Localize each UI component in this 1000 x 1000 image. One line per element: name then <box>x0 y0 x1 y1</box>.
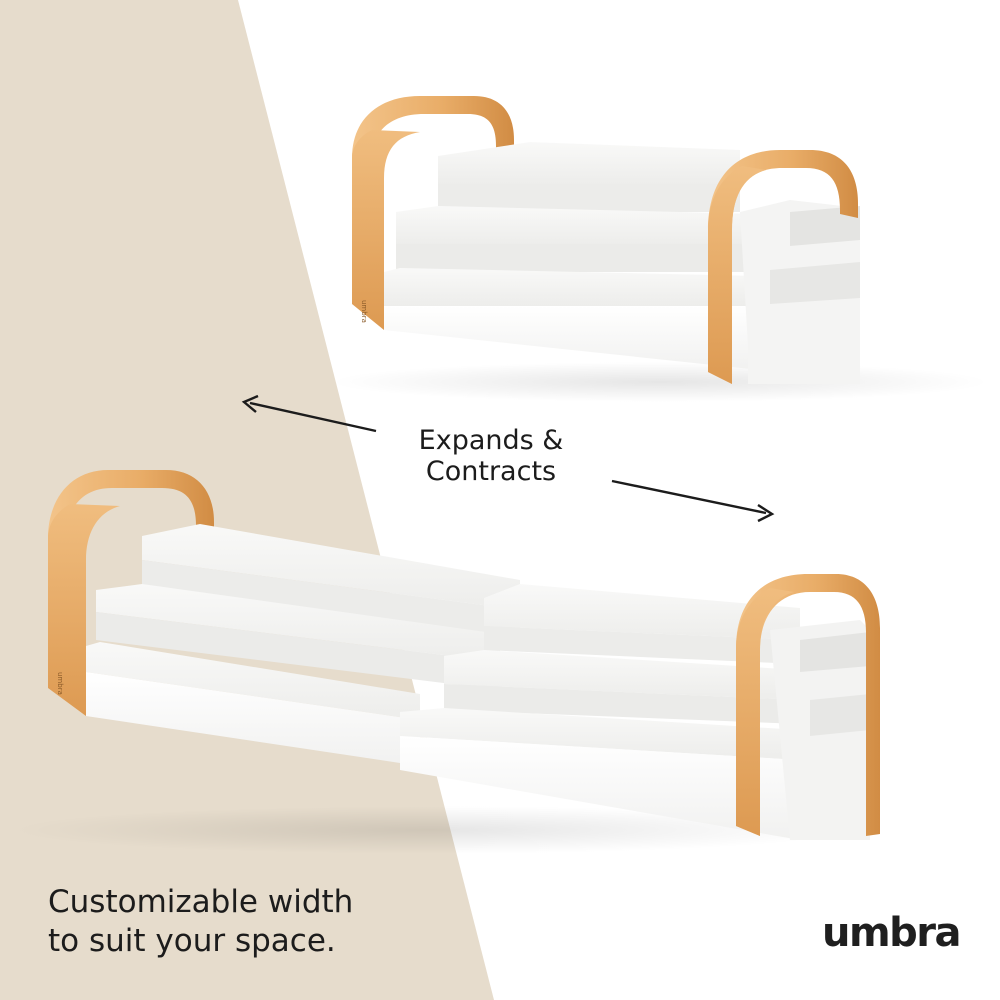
contracted-shelf: umbra <box>330 96 990 402</box>
callout-line-1: Expands & <box>418 425 564 456</box>
tagline-line-2: to suit your space. <box>48 923 336 960</box>
expands-contracts-caption: Expands & Contracts <box>391 425 591 488</box>
shelf-side-stamp: umbra <box>360 300 368 323</box>
tagline-line-1: Customizable width <box>48 884 354 920</box>
callout-line-2: Contracts <box>425 455 557 487</box>
arrow-left-icon <box>241 394 377 433</box>
tagline: Customizable width to suit your space. <box>48 883 353 961</box>
arrow-right-icon <box>611 479 775 523</box>
expanded-shelf: umbra <box>10 470 880 854</box>
umbra-logo: umbra <box>821 910 962 956</box>
shelf-side-stamp-2: umbra <box>56 672 64 695</box>
